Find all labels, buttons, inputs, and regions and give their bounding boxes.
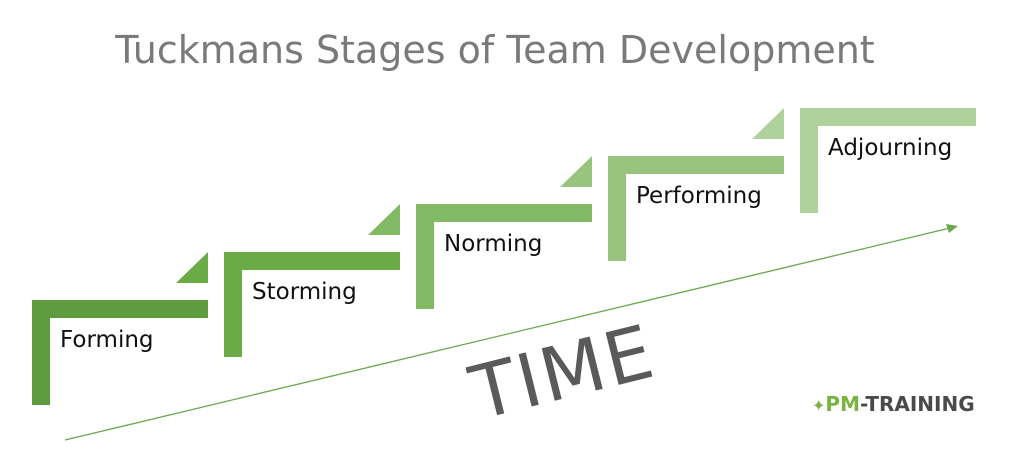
step-arrow-triangle [176,252,208,283]
stage-label: Performing [636,183,762,209]
stage-step-adjourning [800,108,976,213]
step-bracket [800,108,976,213]
stage-label: Storming [252,279,357,305]
step-bracket [32,300,208,405]
stage-step-forming [32,252,208,405]
time-arrow-head [946,224,958,233]
step-arrow-triangle [752,108,784,139]
diagram-title: Tuckmans Stages of Team Development [115,28,875,72]
step-bracket [608,156,784,261]
time-arrow [64,227,951,441]
runner-icon: ✦ [812,396,826,415]
step-bracket [224,252,400,357]
stage-step-storming [224,204,400,357]
pm-training-logo: ✦PM-TRAINING [812,392,975,416]
stage-step-norming [416,156,592,309]
step-arrow-triangle [560,156,592,187]
stage-label: Adjourning [828,135,953,161]
stage-label: Norming [444,231,543,257]
stage-step-performing [608,108,784,261]
step-bracket [416,204,592,309]
step-arrow-triangle [368,204,400,235]
stage-label: Forming [60,327,154,353]
